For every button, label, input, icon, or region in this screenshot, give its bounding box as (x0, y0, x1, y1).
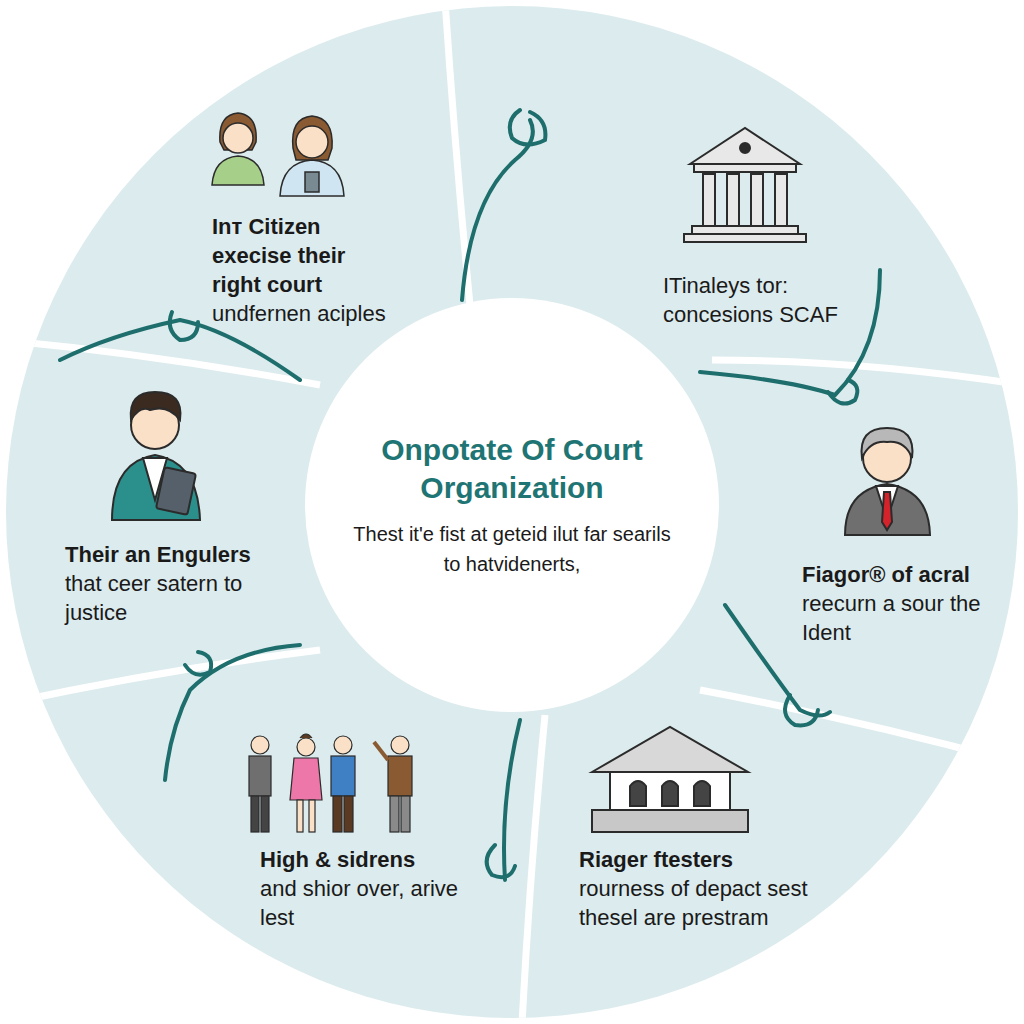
segment-box: Riager ftestersrourness of depact sest t… (579, 845, 859, 932)
segment-body: rourness of depact sest thesel are prest… (579, 874, 819, 932)
engineer-icon (112, 392, 200, 520)
segment-heading: ITinaleys tor: (663, 271, 893, 300)
segment-heading: Fiagor® of acral (802, 560, 1007, 589)
segment-body: and shior over, arive lest (260, 874, 460, 932)
segment-box: Their an Engulersthat ceer satern to jus… (65, 540, 315, 627)
outer-wheel (6, 6, 1018, 1018)
segment-box: ITinaleys tor:concesions SCAF (663, 271, 893, 329)
judge-icon (845, 428, 930, 535)
building-icon (592, 727, 748, 832)
segment-body: reecurn a sour the Ident (802, 589, 1002, 647)
people-group-icon (249, 734, 412, 832)
segment-box: High & sidrensand shior over, arive lest (260, 845, 520, 932)
teal-connector-curves (60, 110, 880, 880)
segment-body: concesions SCAF (663, 300, 893, 329)
segment-heading: Onpotate Of Court Organization (347, 431, 677, 507)
citizens-icon (212, 113, 344, 196)
courthouse-icon (684, 128, 806, 242)
segment-heading: Inт Citizen execise their right court (212, 212, 387, 299)
segment-box: Inт Citizen execise their right courtund… (212, 212, 442, 328)
segment-heading: Their an Engulers (65, 540, 315, 569)
segment-body: undfernen aciples (212, 299, 442, 328)
center-circle (305, 298, 719, 712)
segment-heading: Riager ftesters (579, 845, 859, 874)
segment-heading: High & sidrens (260, 845, 520, 874)
segment-body: that ceer satern to justice (65, 569, 265, 627)
center-hub: Onpotate Of Court OrganizationThest it'e… (347, 431, 677, 579)
segment-box: Fiagor® of acralreecurn a sour the Ident (802, 560, 1007, 647)
segment-body: Thest it'e fist at geteid ilut far seari… (347, 519, 677, 579)
